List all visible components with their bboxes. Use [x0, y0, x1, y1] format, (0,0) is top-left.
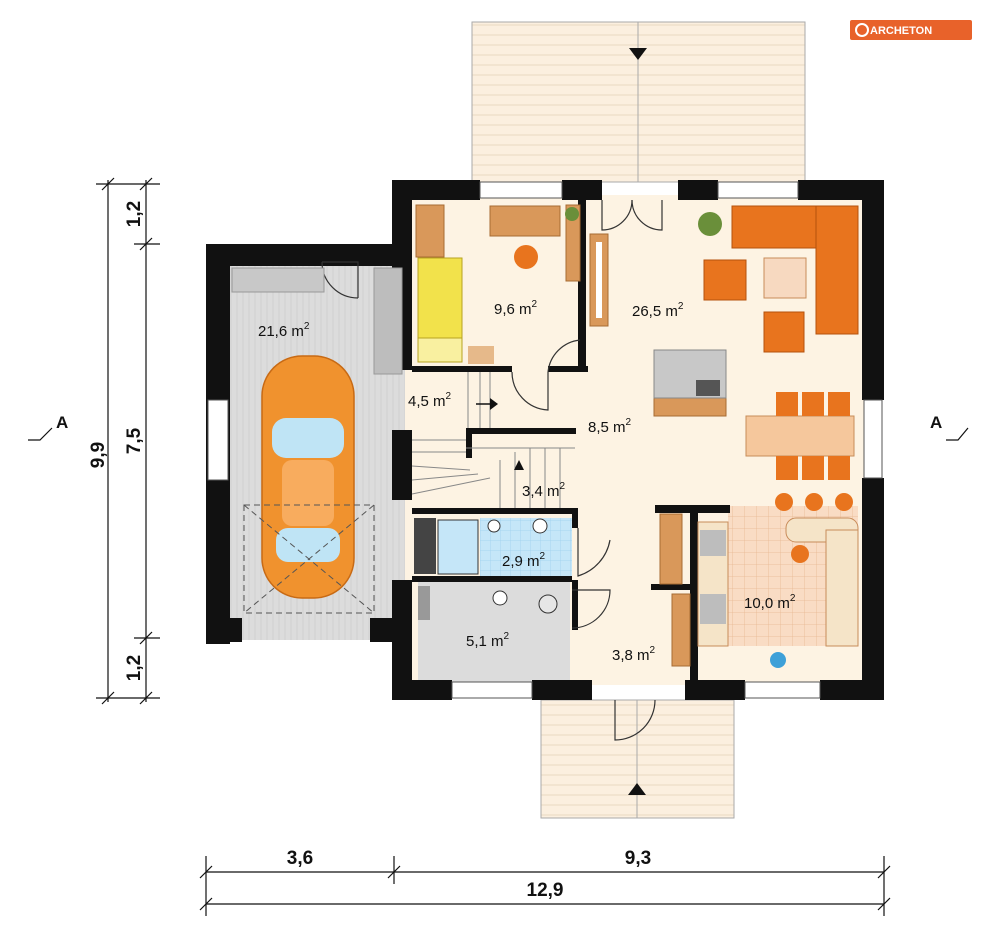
brand-logo: ARCHETON: [850, 20, 972, 40]
dining-set: [745, 392, 855, 480]
kitchen-island: [653, 349, 727, 417]
walls: [206, 180, 884, 700]
kitchen-area: 10,0 m2: [744, 593, 796, 612]
section-mark-right: A: [930, 413, 969, 441]
logo-badge: [850, 20, 972, 40]
svg-text:A: A: [930, 413, 942, 432]
svg-text:A: A: [56, 413, 68, 432]
stairs-area: 3,4 m2: [522, 481, 566, 500]
vestibule-area: 3,8 m2: [612, 645, 656, 664]
entry-arrow-top: [629, 48, 647, 60]
bedroom-furniture: [415, 204, 609, 364]
section-mark-left: A: [28, 413, 68, 441]
room-labels: 21,6 m2 9,6 m2 26,5 m2 4,5 m2 8,5 m2 3,4…: [258, 299, 796, 664]
dim-width-right: 9,3: [625, 848, 651, 869]
bath-fixtures: [414, 518, 558, 620]
bedroom-area: 9,6 m2: [494, 299, 538, 318]
stair-arrow-up: [514, 460, 524, 470]
garage-cabinet: [373, 267, 403, 375]
plant-icon: [698, 212, 722, 236]
entry-arrow-bottom: [628, 783, 646, 795]
garage-shelf: [231, 267, 325, 293]
hall-area: 8,5 m2: [588, 417, 632, 436]
vertical-dimensions: [96, 177, 160, 705]
dim-width-left: 3,6: [287, 848, 313, 869]
car: [243, 355, 375, 614]
staircase: [411, 372, 575, 508]
bathroom-area: 5,1 m2: [466, 631, 510, 650]
logo-icon: [855, 23, 869, 37]
horizontal-dimensions: [199, 856, 891, 916]
hall-small-area: 4,5 m2: [408, 391, 452, 410]
bath-small-area: 2,9 m2: [502, 551, 546, 570]
kitchen-furniture: [659, 493, 859, 668]
dim-bottom-segment: 1,2: [124, 655, 145, 681]
logo-text: ARCHETON: [870, 25, 932, 37]
dim-top-segment: 1,2: [124, 201, 145, 227]
garage-area: 21,6 m2: [258, 321, 310, 340]
dim-total-height: 9,9: [88, 442, 109, 468]
dim-middle-segment: 7,5: [124, 427, 145, 454]
living-area: 26,5 m2: [632, 301, 684, 320]
living-furniture: [565, 205, 859, 353]
stair-arrow: [490, 398, 498, 410]
windows: [207, 181, 883, 699]
dim-total-width: 12,9: [527, 880, 564, 901]
